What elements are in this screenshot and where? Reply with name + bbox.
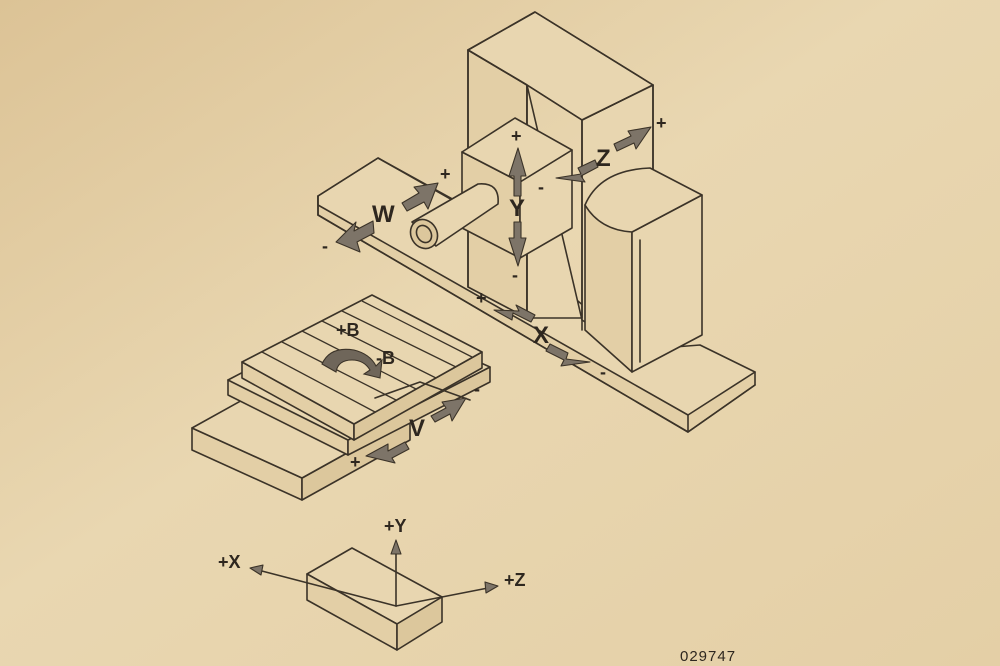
y-axis-arrow — [508, 147, 527, 267]
w-minus-sign: - — [322, 236, 328, 256]
x-plus-sign: + — [476, 288, 487, 308]
w-axis-arrow — [335, 182, 439, 253]
v-minus-sign: - — [474, 379, 480, 399]
v-plus-sign: + — [350, 452, 361, 472]
coordinate-system — [249, 539, 499, 651]
b-plus-label: +B — [336, 320, 360, 340]
coord-plus-x-label: +X — [218, 552, 241, 572]
y-axis-label: Y — [509, 195, 525, 222]
x-axis-label: X — [533, 322, 549, 349]
x-minus-sign: - — [600, 362, 606, 382]
control-cabinet — [584, 167, 703, 373]
b-minus-label: -B — [376, 348, 395, 368]
z-minus-sign: - — [538, 177, 544, 197]
y-minus-sign: - — [512, 265, 518, 285]
t-slots — [261, 300, 473, 413]
w-axis-label: W — [372, 201, 395, 228]
z-plus-sign: + — [656, 113, 667, 133]
b-rotation-arrow — [321, 348, 383, 379]
v-axis-label: V — [409, 415, 425, 442]
z-axis-arrow — [555, 126, 652, 183]
figure-number: 029747 — [680, 648, 736, 665]
z-axis-label: Z — [596, 145, 611, 172]
w-plus-sign: + — [440, 164, 451, 184]
y-plus-sign: + — [511, 126, 522, 146]
coord-plus-z-label: +Z — [504, 570, 526, 590]
v-axis-arrow — [365, 397, 467, 464]
x-axis-arrow — [493, 304, 591, 367]
coord-plus-y-label: +Y — [384, 516, 407, 536]
spindle-quill — [409, 183, 499, 250]
